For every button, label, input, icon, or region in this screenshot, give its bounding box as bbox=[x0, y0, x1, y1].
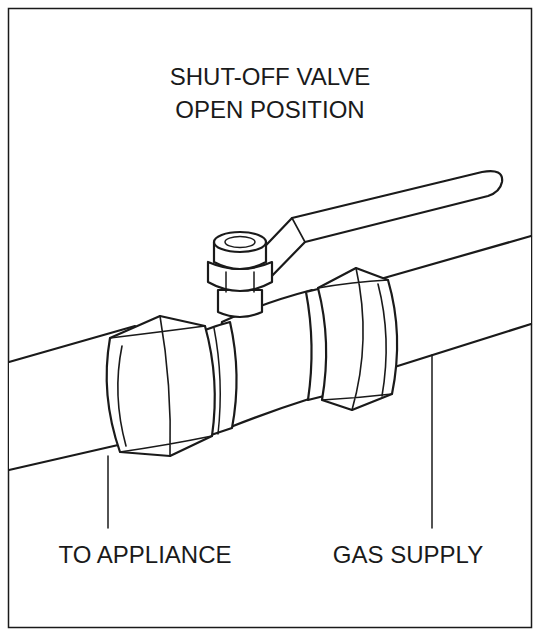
leader-line bbox=[107, 456, 109, 528]
right-nut bbox=[318, 268, 397, 410]
stem-cap-top bbox=[214, 232, 266, 252]
pipe-label: TO APPLIANCE bbox=[59, 538, 232, 571]
pipe-label: GAS SUPPLY bbox=[333, 538, 483, 571]
valve-stem bbox=[218, 290, 262, 317]
frame-border bbox=[9, 9, 532, 628]
leader-line bbox=[431, 355, 433, 528]
diagram-title: SHUT-OFF VALVE OPEN POSITION bbox=[140, 60, 400, 126]
left-nut bbox=[107, 316, 215, 456]
valve-handle bbox=[250, 171, 502, 282]
